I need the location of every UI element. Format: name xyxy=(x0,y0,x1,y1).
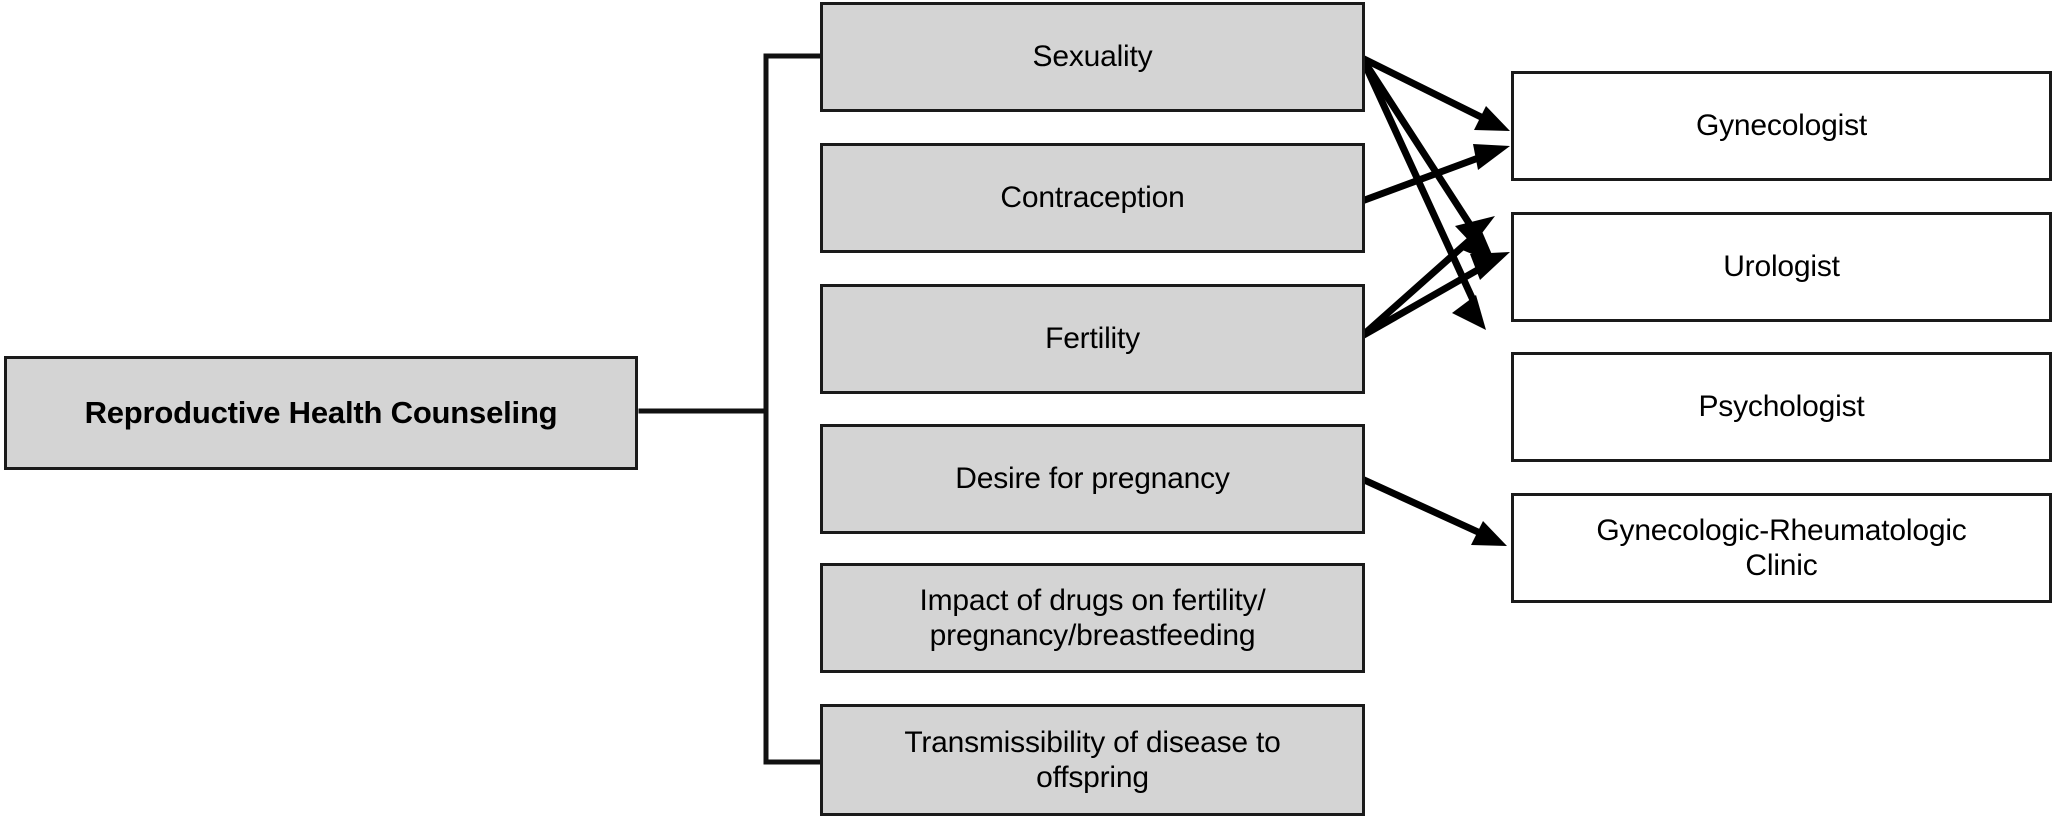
arrow-fertility-to-gynecologist xyxy=(1359,216,1495,339)
arrow-sexuality-to-psychologist xyxy=(1358,56,1486,330)
node-sexuality[interactable]: Sexuality xyxy=(820,2,1365,112)
node-gynecologic-rheumatologic-clinic[interactable]: Gynecologic-Rheumatologic Clinic xyxy=(1511,493,2052,603)
arrow-fertility-to-urologist xyxy=(1360,252,1510,340)
node-label: Impact of drugs on fertility/ pregnancy/… xyxy=(919,583,1266,652)
node-urologist[interactable]: Urologist xyxy=(1511,212,2052,322)
node-label: Desire for pregnancy xyxy=(955,462,1230,496)
node-label: Reproductive Health Counseling xyxy=(84,394,558,430)
node-transmissibility-of-disease[interactable]: Transmissibility of disease to offspring xyxy=(820,704,1365,816)
node-gynecologist[interactable]: Gynecologist xyxy=(1511,71,2052,181)
node-desire-for-pregnancy[interactable]: Desire for pregnancy xyxy=(820,424,1365,534)
root-bracket xyxy=(638,53,825,765)
arrow-desire-to-gyn-rheum-clinic xyxy=(1360,475,1507,546)
node-label: Contraception xyxy=(1000,181,1185,215)
node-reproductive-health-counseling[interactable]: Reproductive Health Counseling xyxy=(4,356,638,470)
node-label: Urologist xyxy=(1723,250,1840,284)
node-psychologist[interactable]: Psychologist xyxy=(1511,352,2052,462)
node-label: Gynecologic-Rheumatologic Clinic xyxy=(1596,513,1967,582)
node-label: Transmissibility of disease to offspring xyxy=(904,725,1281,794)
node-label: Psychologist xyxy=(1698,390,1865,424)
arrow-sexuality-to-urologist xyxy=(1359,56,1496,264)
node-label: Fertility xyxy=(1045,322,1140,356)
node-label: Gynecologist xyxy=(1695,109,1868,143)
node-impact-of-drugs[interactable]: Impact of drugs on fertility/ pregnancy/… xyxy=(820,563,1365,673)
node-fertility[interactable]: Fertility xyxy=(820,284,1365,394)
node-label: Sexuality xyxy=(1032,40,1153,74)
arrow-sexuality-to-gynecologist xyxy=(1360,54,1510,131)
arrow-contraception-to-gynecologist xyxy=(1360,144,1510,205)
node-contraception[interactable]: Contraception xyxy=(820,143,1365,253)
